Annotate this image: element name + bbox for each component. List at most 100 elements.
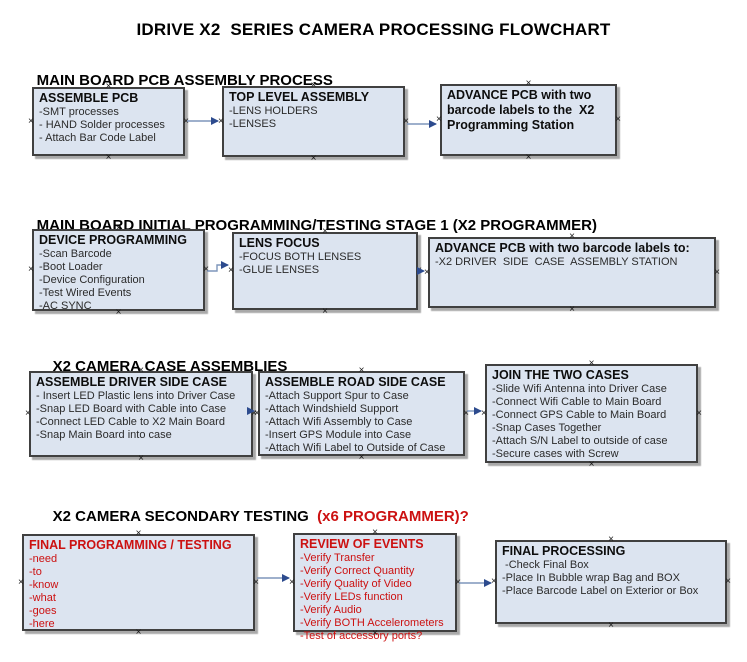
flow-box-join-the-two-cases: JOIN THE TWO CASES -Slide Wifi Antenna i… — [481, 359, 702, 470]
box-title: FINAL PROGRAMMING / TESTING — [29, 538, 232, 552]
box-items: -X2 DRIVER SIDE CASE ASSEMBLY STATION — [435, 256, 709, 269]
box-items: -Slide Wifi Antenna into Driver Case-Con… — [492, 383, 691, 461]
box-item: -Attach Wifi Label to Outside of Case — [265, 442, 446, 454]
box-item: -GLUE LENSES — [239, 264, 320, 276]
box-items: -need-to-know-what-goes-here — [29, 553, 248, 631]
box-item: -Verify LEDs function — [300, 591, 403, 603]
connection-handle-icon: × — [228, 265, 234, 276]
connection-handle-icon: × — [25, 408, 31, 419]
box-item: -Snap LED Board with Cable into Case — [36, 403, 227, 415]
connection-handle-icon: × — [455, 576, 461, 588]
section-heading-suffix: (x6 PROGRAMMER)? — [312, 508, 469, 525]
box-item: -Verify Transfer — [300, 552, 375, 564]
flow-box-assemble-road-side-case: ASSEMBLE ROAD SIDE CASE -Attach Support … — [254, 365, 469, 463]
connection-handle-icon: × — [608, 620, 614, 631]
connection-handle-icon: × — [481, 407, 487, 419]
box-title: TOP LEVEL ASSEMBLY — [229, 90, 370, 104]
connection-handle-icon: × — [725, 576, 731, 587]
page-title: IDRIVE X2 SERIES CAMERA PROCESSING FLOWC… — [136, 20, 611, 39]
box-item: -need — [29, 553, 58, 565]
connection-handle-icon: × — [491, 576, 497, 587]
box-item: -Attach Windshield Support — [265, 403, 399, 415]
box-items: - Insert LED Plastic lens into Driver Ca… — [36, 390, 246, 442]
box-item: -here — [29, 618, 55, 630]
connection-handle-icon: × — [310, 153, 317, 164]
box-title: ASSEMBLE ROAD SIDE CASE — [265, 375, 446, 389]
flow-box-top-level-assembly: TOP LEVEL ASSEMBLY -LENS HOLDERS-LENSES … — [218, 81, 409, 164]
box-item: -Attach Wifi Assembly to Case — [265, 416, 413, 428]
box-item: -X2 DRIVER SIDE CASE ASSEMBLY STATION — [435, 256, 678, 268]
connection-handle-icon: × — [28, 264, 34, 275]
section-heading-pcb-assembly: MAIN BOARD PCB ASSEMBLY PROCESS — [20, 55, 333, 106]
box-item: -Snap Cases Together — [492, 422, 602, 434]
box-item: -AC SYNC — [39, 300, 92, 312]
connection-handle-icon: × — [358, 452, 365, 463]
connection-handle-icon: × — [416, 265, 422, 276]
connection-handle-icon: × — [525, 152, 532, 163]
connection-handle-icon: × — [105, 152, 112, 163]
connection-handle-icon: × — [436, 114, 442, 125]
box-item: -Attach S/N Label to outside of case — [492, 435, 668, 447]
box-items: -LENS HOLDERS-LENSES — [229, 105, 398, 131]
box-item: -Verify BOTH Accelerometers — [300, 617, 444, 629]
box-item: -Test Wired Events — [39, 287, 132, 299]
connection-handle-icon: × — [322, 306, 328, 317]
box-title: JOIN THE TWO CASES — [492, 368, 629, 382]
connection-handle-icon: × — [28, 115, 34, 127]
box-items: -Verify Transfer-Verify Correct Quantity… — [300, 552, 450, 643]
connection-handle-icon: × — [358, 365, 365, 376]
connection-handle-icon: × — [424, 266, 430, 278]
connection-handle-icon: × — [218, 115, 224, 127]
box-title: ASSEMBLE PCB — [39, 91, 139, 105]
box-item: -Boot Loader — [39, 261, 103, 273]
flow-box-final-programming-testing: FINAL PROGRAMMING / TESTING -need-to-kno… — [18, 529, 259, 638]
connection-handle-icon: × — [138, 453, 144, 464]
box-item: -FOCUS BOTH LENSES — [239, 251, 362, 263]
section-heading-case-assemblies: X2 CAMERA CASE ASSEMBLIES — [36, 341, 288, 392]
connection-handle-icon: × — [463, 407, 469, 419]
box-item: -LENS HOLDERS — [229, 105, 318, 117]
flow-box-lens-focus: LENS FOCUS -FOCUS BOTH LENSES-GLUE LENSE… — [228, 227, 422, 317]
box-item: -LENSES — [229, 118, 277, 130]
connection-handle-icon: × — [254, 407, 260, 419]
section-heading-text: X2 CAMERA SECONDARY TESTING — [52, 508, 313, 525]
box-item: - HAND Solder processes — [39, 119, 165, 131]
flow-box-final-processing: FINAL PROCESSING -Check Final Box-Place … — [491, 534, 731, 631]
section-heading-text: X2 CAMERA CASE ASSEMBLIES — [52, 358, 288, 375]
flow-box-assemble-driver-side-case: ASSEMBLE DRIVER SIDE CASE - Insert LED P… — [25, 366, 257, 464]
box-title: DEVICE PROGRAMMING — [39, 233, 187, 247]
box-item: - Attach Bar Code Label — [39, 132, 156, 144]
box-title: REVIEW OF EVENTS — [300, 537, 424, 551]
box-items: -Check Final Box-Place In Bubble wrap Ba… — [502, 559, 720, 598]
box-items: -Attach Support Spur to Case-Attach Wind… — [265, 390, 458, 455]
box-item: -Check Final Box — [502, 559, 589, 571]
connection-handle-icon: × — [251, 408, 257, 419]
connection-handle-icon: × — [696, 407, 702, 419]
flow-box-advance-pcb-driver-side-station: ADVANCE PCB with two barcode labels to: … — [424, 232, 720, 315]
box-title: LENS FOCUS — [239, 236, 320, 250]
box-item: -goes — [29, 605, 57, 617]
box-item: -Snap Main Board into case — [36, 429, 172, 441]
box-items: -SMT processes- HAND Solder processes- A… — [39, 106, 178, 145]
box-item: -what — [29, 592, 56, 604]
connection-handle-icon: × — [253, 576, 259, 588]
box-item: -SMT processes — [39, 106, 119, 118]
connection-handle-icon: × — [608, 534, 614, 545]
connection-handle-icon: × — [714, 266, 720, 278]
box-item: -know — [29, 579, 59, 591]
box-title: FINAL PROCESSING — [502, 544, 626, 558]
box-items: -FOCUS BOTH LENSES-GLUE LENSES — [239, 251, 411, 277]
box-item: -Place Barcode Label on Exterior or Box — [502, 585, 699, 597]
flow-box-advance-pcb-programming-station: ADVANCE PCB with two barcode labels to t… — [436, 79, 621, 163]
connection-handle-icon: × — [403, 115, 409, 127]
flow-arrow — [207, 261, 229, 272]
section-heading-text: MAIN BOARD PCB ASSEMBLY PROCESS — [36, 72, 333, 89]
box-item: -Verify Audio — [300, 604, 362, 616]
box-item: -Connect Wifi Cable to Main Board — [492, 396, 662, 408]
box-item: -Attach Support Spur to Case — [265, 390, 409, 402]
box-title: ADVANCE PCB with two barcode labels to: — [435, 241, 690, 255]
box-item: -Slide Wifi Antenna into Driver Case — [492, 383, 667, 395]
connection-handle-icon: × — [183, 115, 189, 127]
box-item: - Insert LED Plastic lens into Driver Ca… — [36, 390, 236, 402]
